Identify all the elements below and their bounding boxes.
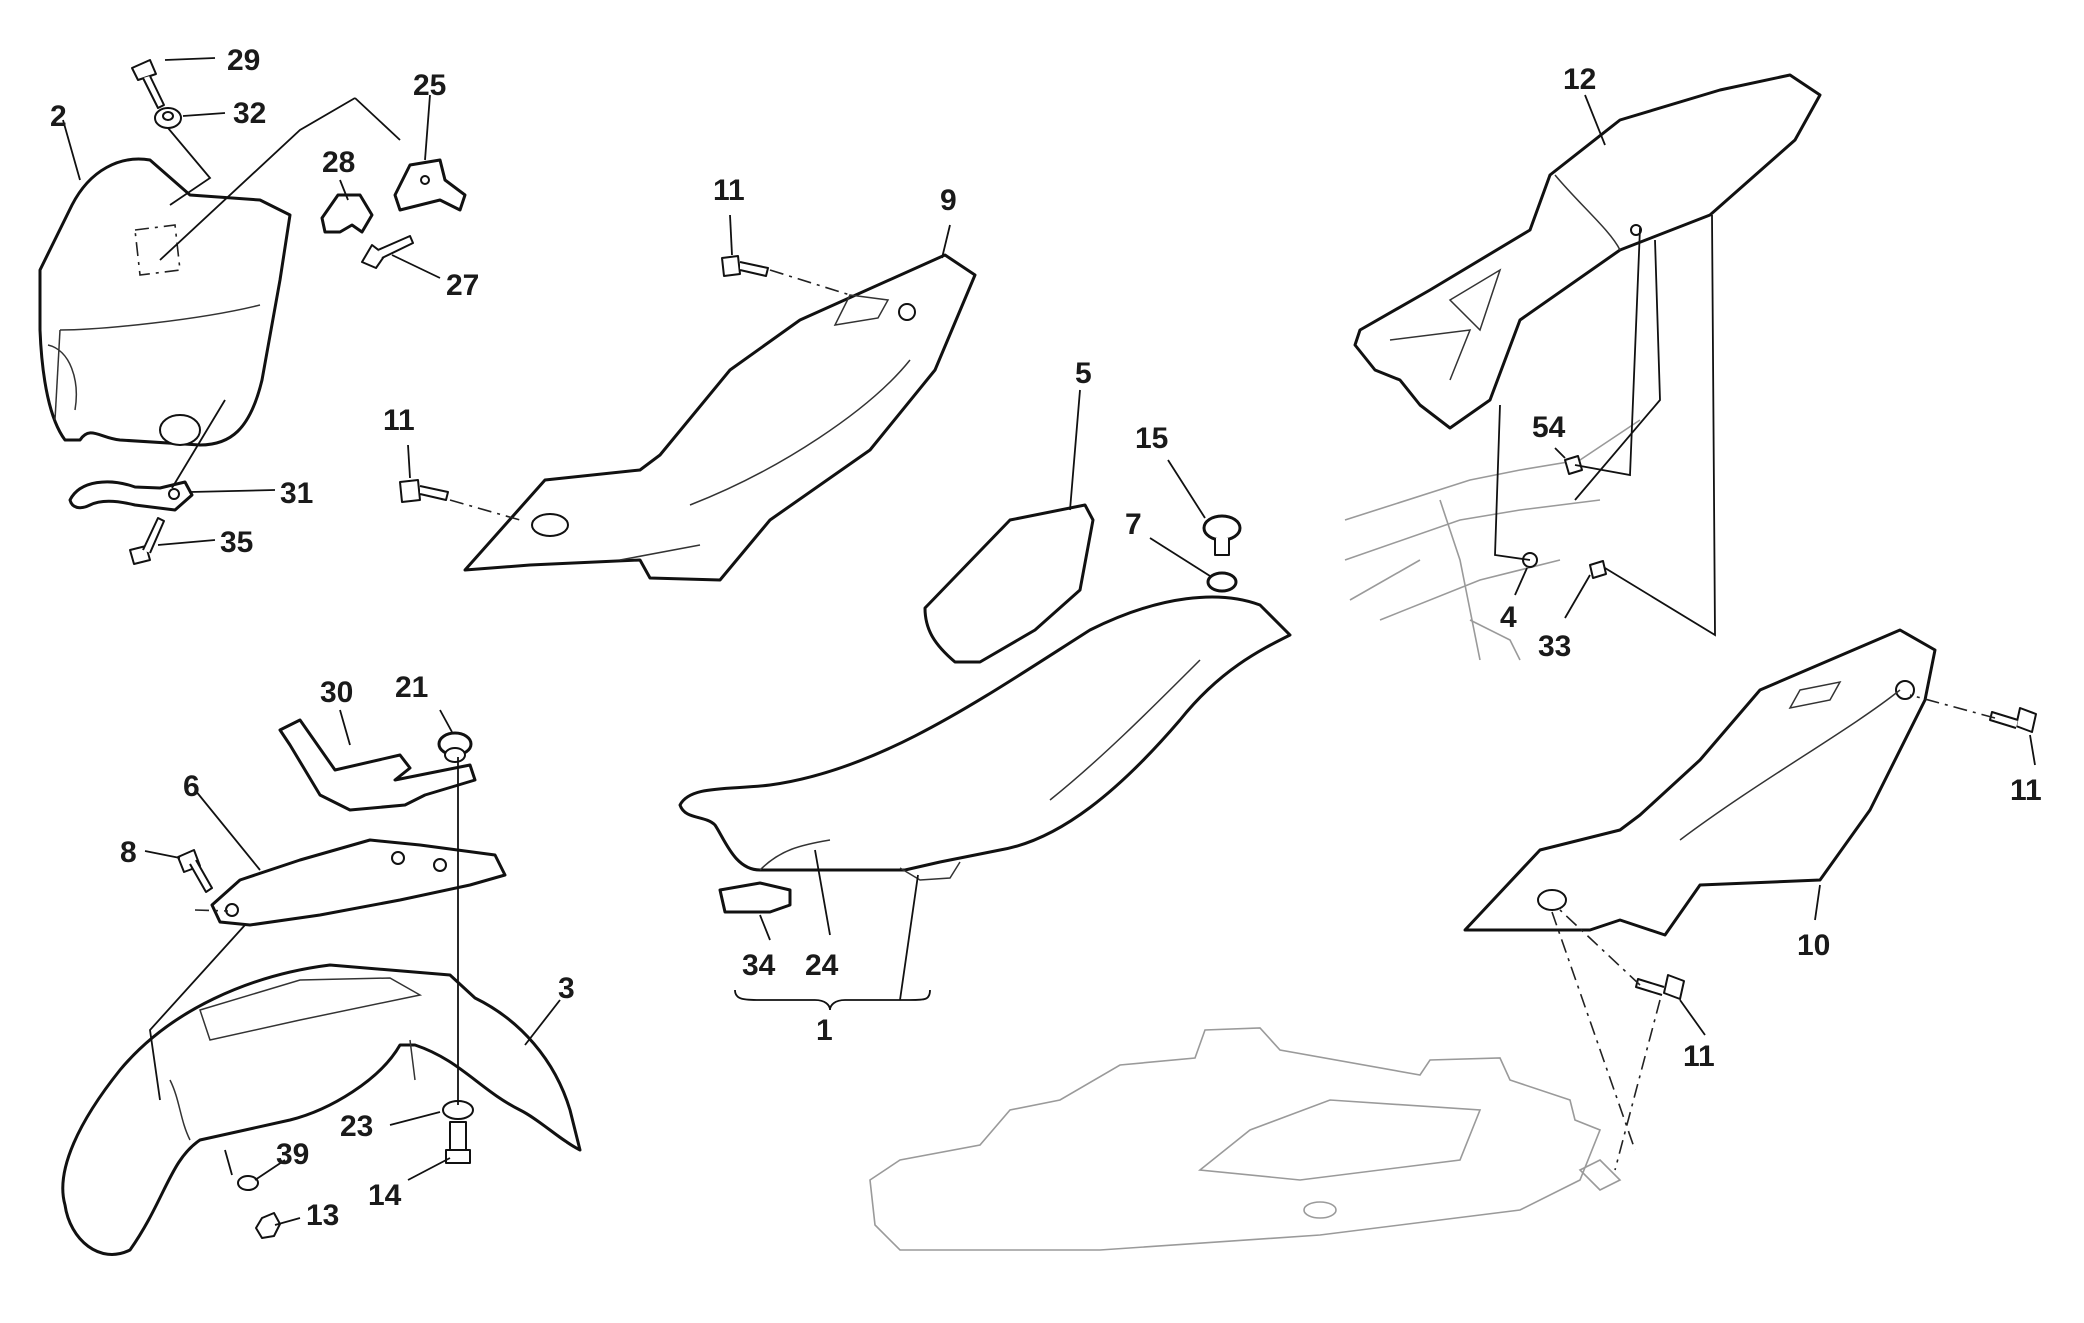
callout-24: 24 xyxy=(805,949,839,982)
callout-54: 54 xyxy=(1532,411,1566,444)
washer-32 xyxy=(154,107,182,129)
callout-10: 10 xyxy=(1797,929,1830,962)
callout-32: 32 xyxy=(233,97,266,130)
rubber-block-34 xyxy=(718,881,792,914)
seat xyxy=(678,595,1292,881)
callout-31: 31 xyxy=(280,477,313,510)
callout-21: 21 xyxy=(395,671,428,704)
callout-5: 5 xyxy=(1075,357,1092,390)
callout-25: 25 xyxy=(413,69,446,102)
callout-13: 13 xyxy=(306,1199,339,1232)
callout-29: 29 xyxy=(227,44,260,77)
clip-28 xyxy=(320,193,374,234)
bolt-29 xyxy=(131,59,165,109)
callout-33: 33 xyxy=(1538,630,1571,663)
callout-27: 27 xyxy=(446,269,479,302)
screw-11-left-top xyxy=(721,255,769,277)
bracket-25 xyxy=(393,158,467,212)
screw-11-right-bottom xyxy=(1635,974,1685,1000)
front-number-plate xyxy=(38,157,292,447)
callout-9: 9 xyxy=(940,184,957,217)
right-side-panel xyxy=(1463,628,1937,937)
callout-14: 14 xyxy=(368,1179,402,1212)
callout-23: 23 xyxy=(340,1110,373,1143)
callout-6: 6 xyxy=(183,770,200,803)
rear-frame-ghost xyxy=(1344,419,1641,661)
washer-7 xyxy=(1206,571,1238,593)
callout-12: 12 xyxy=(1563,63,1596,96)
callout-7: 7 xyxy=(1125,508,1142,541)
callout-15: 15 xyxy=(1135,422,1168,455)
callout-39: 39 xyxy=(276,1138,309,1171)
callout-11-left-bottom: 11 xyxy=(383,404,415,437)
grommet-21 xyxy=(437,731,473,763)
left-side-panel xyxy=(463,253,977,582)
callout-28: 28 xyxy=(322,146,355,179)
callout-11-right-top: 11 xyxy=(2010,774,2042,807)
assembly-lines xyxy=(194,269,1996,1171)
screw-11-left-bottom xyxy=(399,479,449,503)
bracket-30 xyxy=(278,718,477,812)
callout-11-right-bottom: 11 xyxy=(1683,1040,1715,1073)
rear-fender xyxy=(1353,73,1822,430)
screw-11-right-top xyxy=(1989,707,2037,733)
screw-33 xyxy=(1589,560,1607,579)
lower-side-cover-ghost xyxy=(869,1027,1622,1251)
bolt-35 xyxy=(129,517,165,565)
callout-2: 2 xyxy=(50,100,67,133)
bolt-8 xyxy=(177,849,213,893)
fender-support-6 xyxy=(210,838,507,927)
callout-30: 30 xyxy=(320,676,353,709)
nut-13 xyxy=(255,1212,281,1239)
bolt-14 xyxy=(445,1121,471,1164)
callout-4: 4 xyxy=(1500,601,1517,634)
leader-lines xyxy=(62,57,2036,1226)
callout-labels: 29 32 2 25 28 27 31 35 11 9 11 5 15 7 12… xyxy=(50,44,2042,1232)
callout-35: 35 xyxy=(220,526,253,559)
callout-3: 3 xyxy=(558,972,575,1005)
fastener-15 xyxy=(1202,514,1242,556)
seat-pad xyxy=(923,503,1095,664)
callout-34: 34 xyxy=(742,949,776,982)
washer-39 xyxy=(237,1175,259,1191)
callout-8: 8 xyxy=(120,836,137,869)
callout-11-left-top: 11 xyxy=(713,174,745,207)
bolt-54 xyxy=(1564,455,1583,475)
plate-bracket xyxy=(68,480,194,512)
callout-1: 1 xyxy=(816,1014,833,1047)
bolt-27 xyxy=(361,235,414,269)
front-fender xyxy=(61,963,582,1256)
